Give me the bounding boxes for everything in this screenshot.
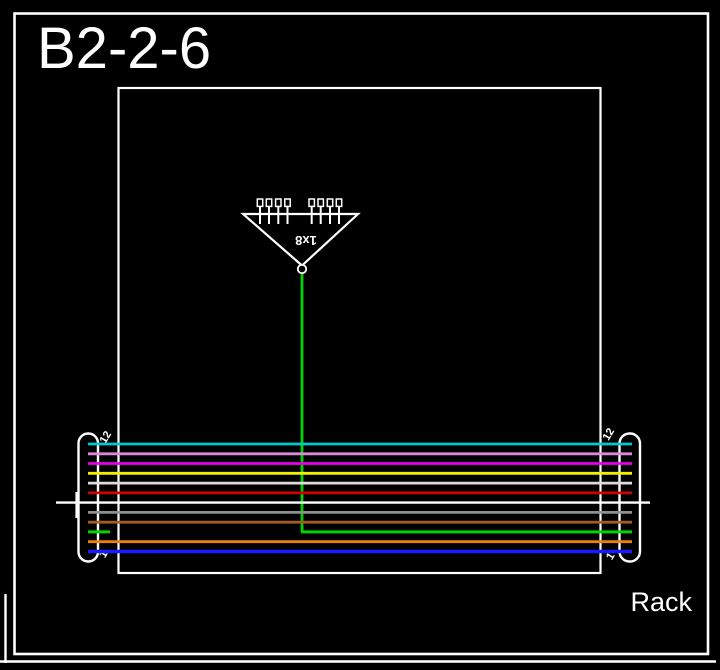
splitter-output-node — [296, 263, 308, 275]
splitter-triangle — [240, 212, 361, 267]
right-connector-top-label: 12 — [601, 426, 618, 443]
splitter-port-7-icon — [326, 198, 334, 208]
splitter-port-5-icon — [308, 198, 316, 208]
splitter-port-3-icon — [274, 198, 282, 208]
splitter-symbol: 1x8 — [240, 198, 361, 533]
right-connector-bracket — [618, 432, 642, 563]
splitter-port-1-icon — [256, 198, 264, 208]
drawing-border — [13, 12, 710, 656]
enclosure-box — [117, 86, 602, 575]
splitter-port-4-icon — [284, 198, 291, 208]
drawing-title: B2-2-6 — [37, 16, 211, 81]
splitter-ports — [256, 198, 343, 224]
page-edge-lines — [0, 594, 716, 663]
rack-label: Rack — [630, 587, 692, 617]
splitter-port-6-icon — [317, 198, 325, 208]
splitter-ratio-label: 1x8 — [295, 233, 317, 248]
splitter-port-8-icon — [335, 198, 343, 208]
splitter-port-2-icon — [265, 198, 273, 208]
left-connector-bottom-label: 1 — [97, 549, 110, 560]
fiber-wires — [56, 442, 650, 554]
left-connector-top-label: 12 — [98, 429, 115, 446]
left-connector-bracket — [77, 432, 100, 563]
right-connector: 12 1 — [601, 426, 642, 563]
right-connector-bottom-label: 1 — [604, 551, 617, 562]
left-connector: 12 1 — [75, 429, 115, 563]
